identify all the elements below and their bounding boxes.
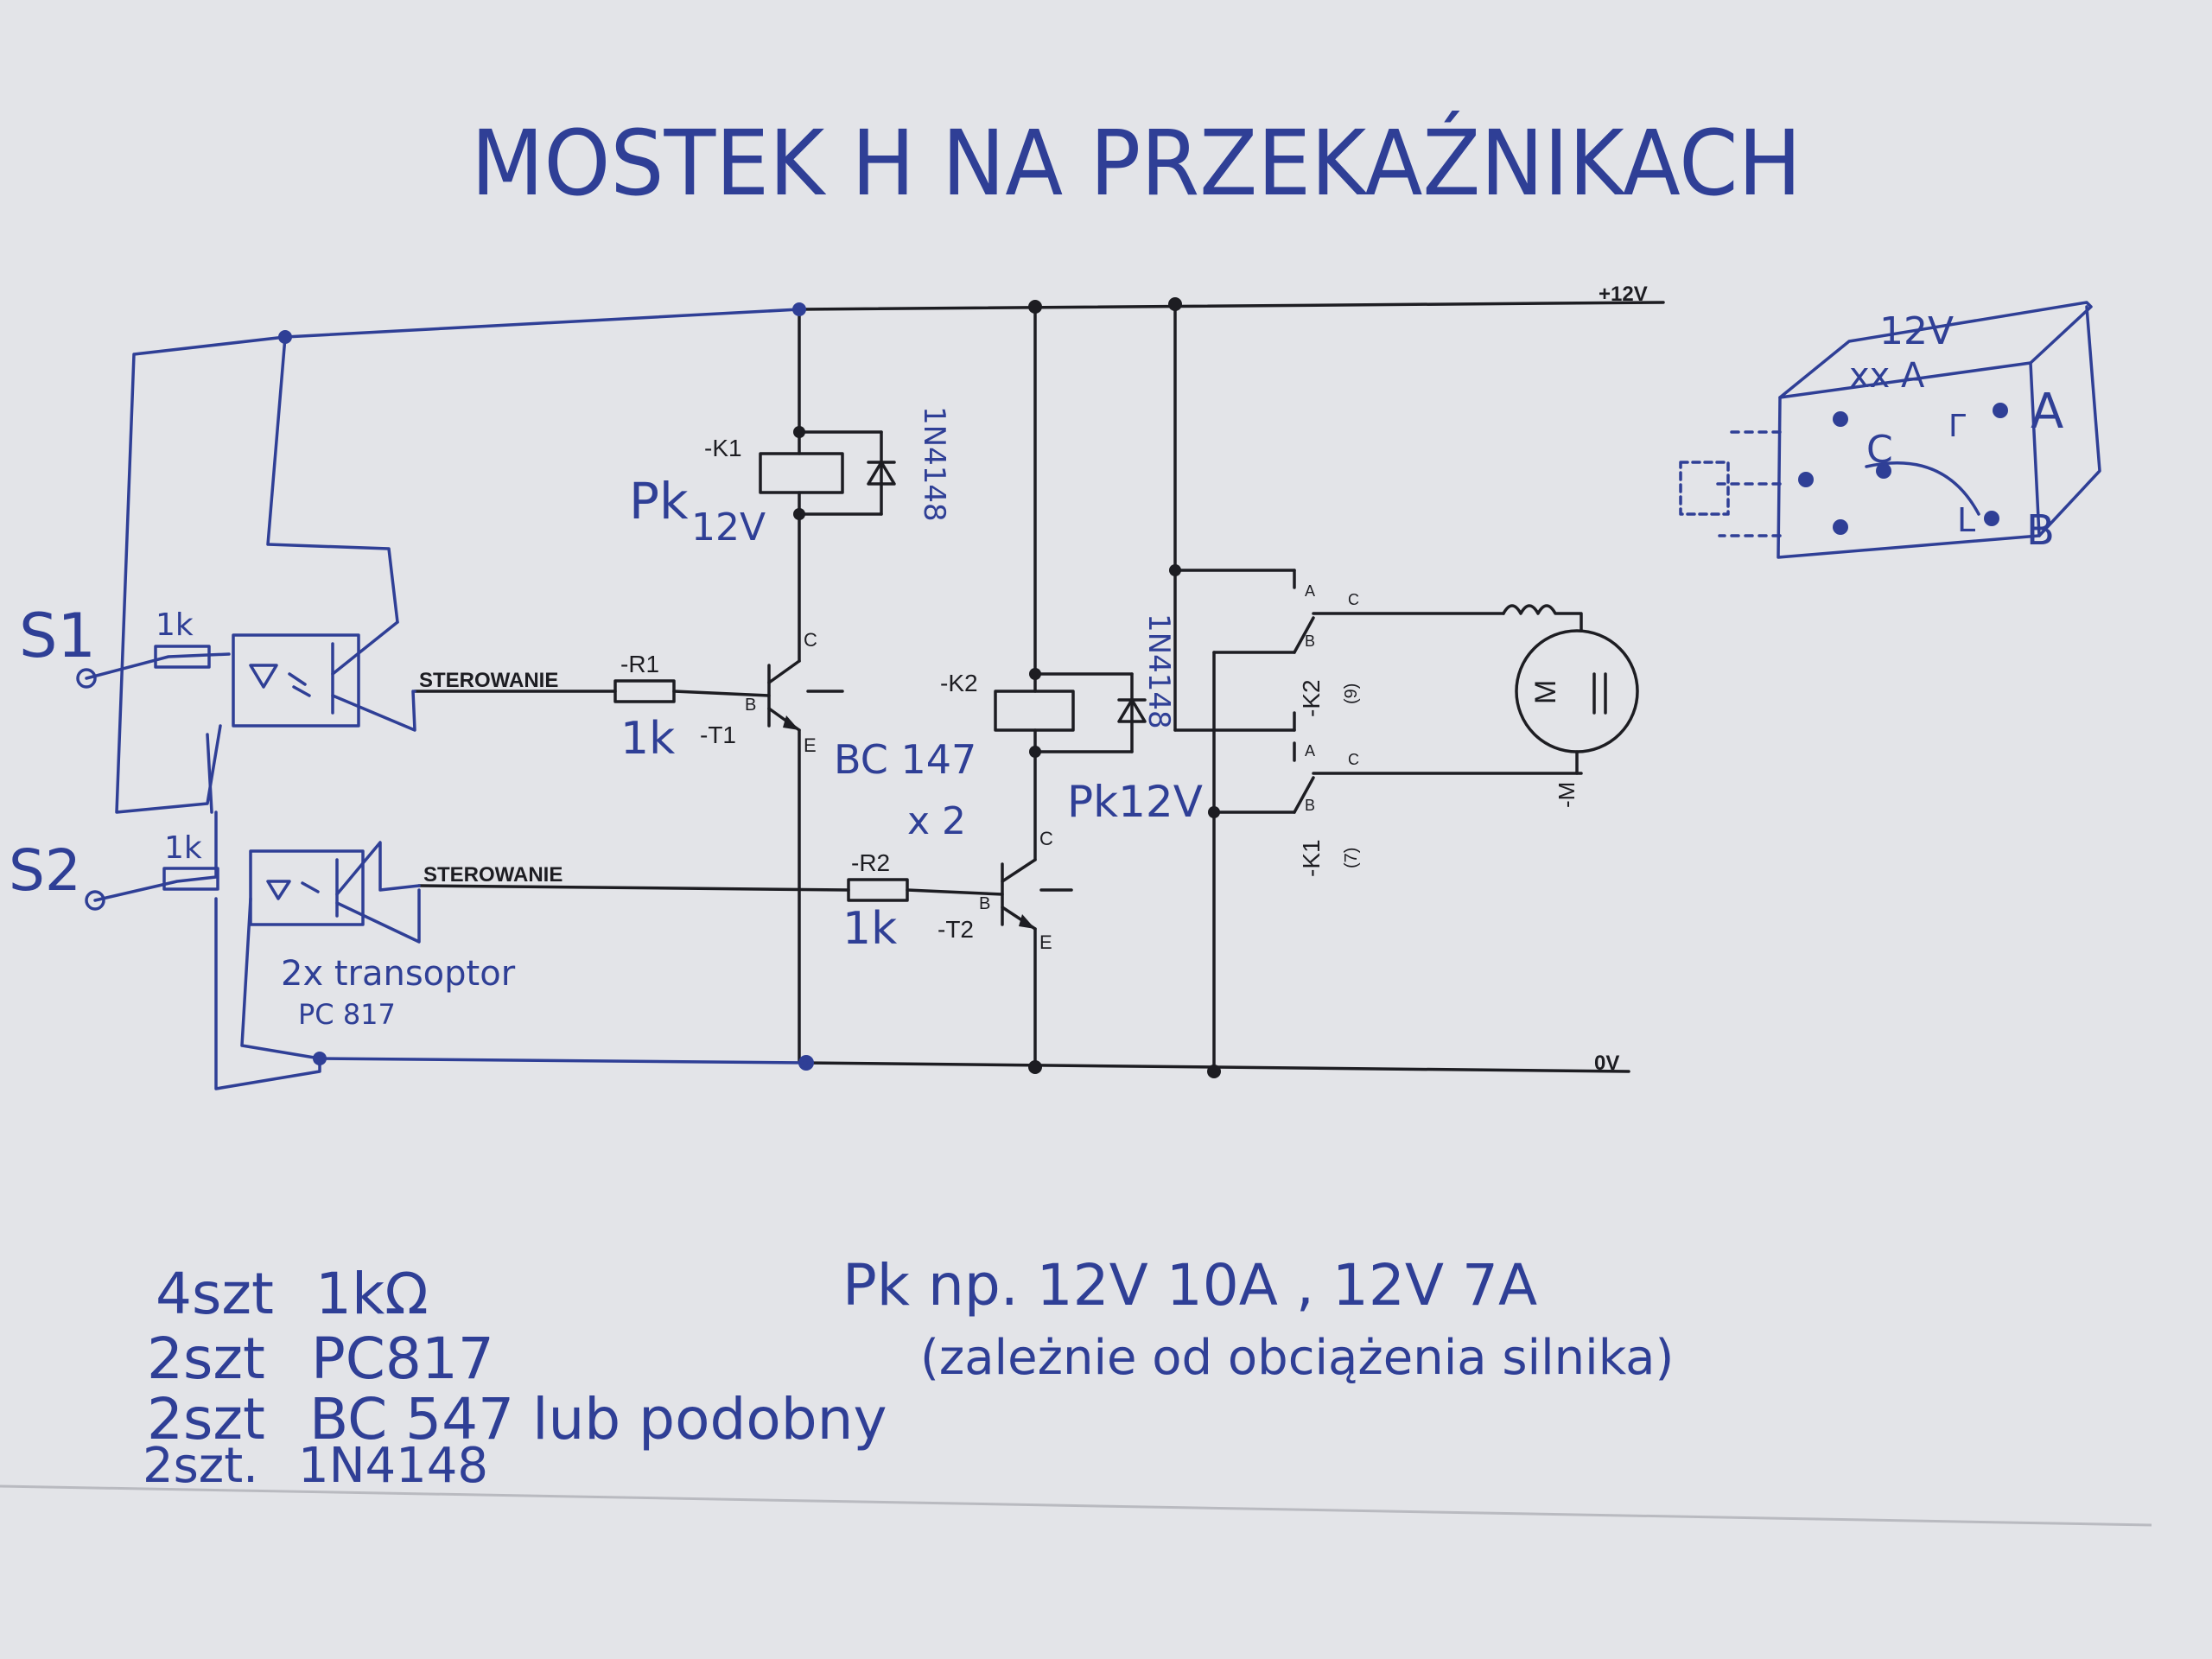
- k1-note-pk: Pk: [629, 472, 689, 531]
- parts-qty-3: 2szt: [147, 1386, 265, 1452]
- k2-contact-ref: -K2: [1298, 679, 1325, 717]
- t2-collector-label: C: [1039, 828, 1053, 849]
- diode-2-label: 1N4148: [1141, 613, 1176, 729]
- r1-ref: -R1: [620, 651, 659, 677]
- relay-sketch-pin-r: Г: [1948, 409, 1967, 444]
- r2-value: 1k: [842, 903, 897, 955]
- vcc-rail: [798, 301, 1665, 311]
- diode-1-label: 1N4148: [917, 406, 951, 522]
- k1-note-voltage: 12V: [691, 505, 766, 550]
- optocoupler-1: [232, 633, 360, 728]
- parts-qty-4: 2szt.: [143, 1438, 258, 1494]
- k1-contact-pin: (7): [1342, 848, 1361, 868]
- relay-sketch-pin-c: C: [1866, 428, 1893, 472]
- paper-edge: [0, 1484, 2152, 1527]
- terminal-s1: [76, 668, 97, 689]
- relay-sketch-voltage: 12V: [1879, 309, 1954, 353]
- gnd-label: 0V: [1594, 1052, 1619, 1075]
- optocoupler-note-line1: 2x transoptor: [281, 954, 516, 994]
- t1-collector-label: C: [804, 629, 817, 651]
- control-signal-2: STEROWANIE: [423, 863, 563, 887]
- parts-name-1: 1kΩ: [315, 1261, 429, 1327]
- relay-note-line2: (zależnie od obciążenia silnika): [920, 1330, 1674, 1386]
- t2-emitter-label: E: [1039, 931, 1052, 953]
- k1-pin-c: C: [1348, 751, 1359, 768]
- resistor-in2: [162, 867, 219, 891]
- parts-name-2: PC817: [311, 1325, 494, 1392]
- relay-sketch-current: xx A: [1849, 356, 1925, 396]
- k1-ref: -K1: [704, 435, 742, 461]
- k1-contact-ref: -K1: [1298, 839, 1325, 877]
- k2-note: Pk12V: [1067, 777, 1203, 827]
- input-resistors: [76, 645, 219, 911]
- resistor-r1: [613, 679, 676, 703]
- transistor-t2: [906, 858, 1073, 1069]
- relay-sketch-pin-a: A: [2031, 384, 2063, 440]
- motor-symbol-label: M: [1529, 680, 1562, 704]
- relay-k2-coil: [994, 690, 1075, 732]
- input-s2-label: S2: [9, 837, 81, 904]
- transistor-t1: [672, 659, 844, 1065]
- page-title: MOSTEK H NA PRZEKAŹNIKACH: [471, 111, 1802, 216]
- t1-emitter-label: E: [804, 734, 817, 756]
- parts-name-3: BC 547 lub podobny: [309, 1386, 887, 1452]
- resistor-r2: [847, 878, 909, 902]
- r1-value: 1k: [620, 713, 675, 765]
- diode-d1: [867, 461, 896, 486]
- k1-pin-a: A: [1305, 742, 1315, 760]
- motor-ref: -M: [1554, 782, 1580, 808]
- input-resistor-2-value: 1k: [164, 830, 202, 866]
- k1-branch: [759, 308, 896, 663]
- k2-pin-a: A: [1305, 582, 1315, 600]
- k2-branch: [994, 305, 1147, 861]
- k2-pin-b: B: [1305, 632, 1315, 650]
- transistor-qty: x 2: [907, 799, 966, 843]
- control-signal-1: STEROWANIE: [419, 669, 558, 692]
- relay-sketch-pin-b: B: [2026, 506, 2055, 555]
- relay-sketch: [1679, 301, 2101, 559]
- relay-k1-coil: [759, 452, 844, 494]
- r2-ref: -R2: [851, 849, 890, 876]
- optocoupler-wiring: [85, 308, 808, 1090]
- relay-sketch-pin-l: L: [1957, 501, 1975, 539]
- optocoupler-note-line2: PC 817: [298, 998, 396, 1031]
- optocoupler-2: [249, 849, 365, 926]
- input-s1-label: S1: [19, 601, 96, 671]
- parts-qty-2: 2szt: [147, 1325, 265, 1392]
- t2-base-label: B: [979, 894, 990, 913]
- k2-contact-pin: (9): [1342, 683, 1361, 704]
- input-resistor-1-value: 1k: [156, 607, 194, 643]
- vcc-label: +12V: [1599, 283, 1648, 306]
- parts-qty-1: 4szt: [156, 1261, 274, 1327]
- parts-name-4: 1N4148: [298, 1438, 488, 1494]
- diode-d2: [1117, 698, 1147, 723]
- k2-pin-c: C: [1348, 591, 1359, 608]
- k2-ref: -K2: [940, 670, 978, 696]
- k1-pin-b: B: [1305, 797, 1315, 814]
- t2-ref: -T2: [938, 916, 974, 943]
- parts-list: 4szt 1kΩ 2szt PC817 2szt BC 547 lub podo…: [143, 1261, 887, 1494]
- resistor-in1: [154, 645, 211, 669]
- relay-note-line1: Pk np. 12V 10A , 12V 7A: [842, 1252, 1537, 1319]
- t1-ref: -T1: [700, 721, 736, 748]
- relay-contacts-motor: [1169, 302, 1639, 1073]
- t1-base-label: B: [745, 696, 756, 715]
- transistor-type: BC 147: [834, 736, 976, 783]
- terminal-s2: [85, 890, 105, 911]
